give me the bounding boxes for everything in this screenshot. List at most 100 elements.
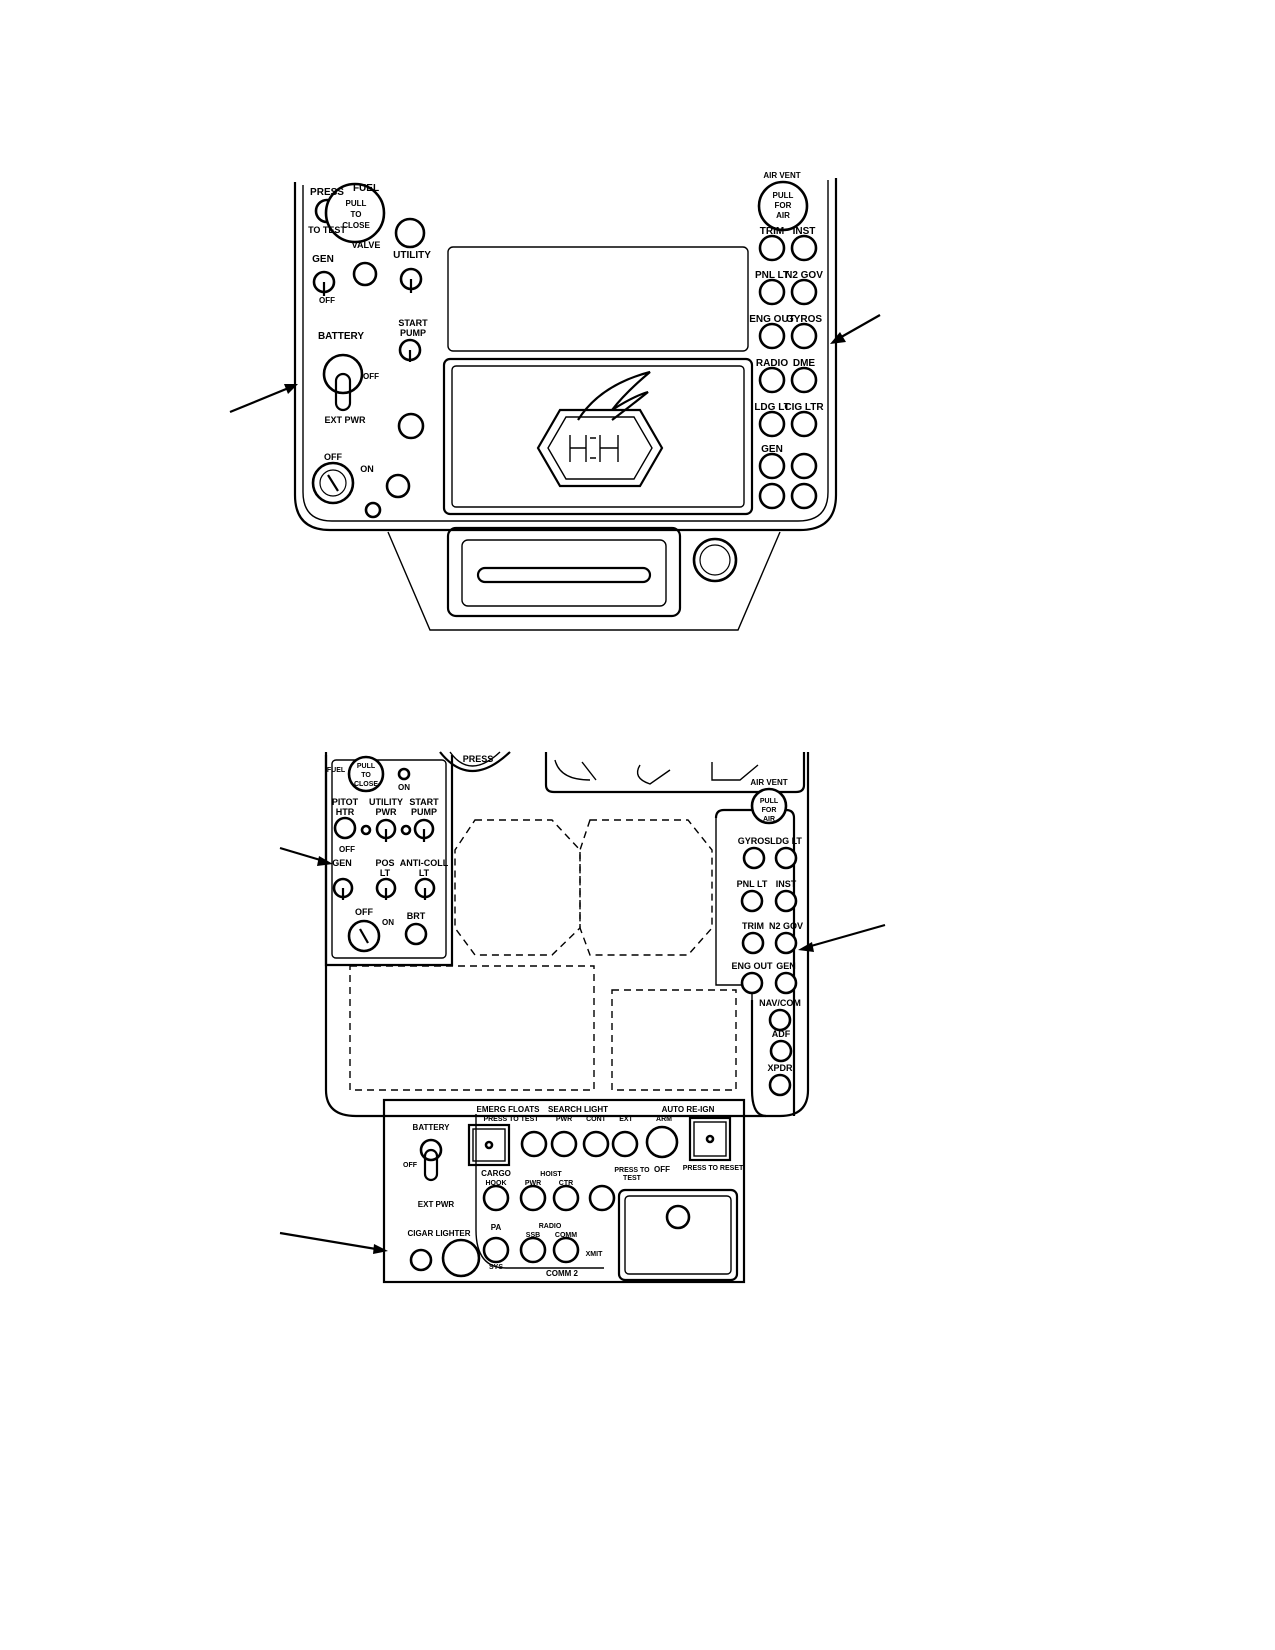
- emblem-placard: [442, 357, 754, 516]
- pitot-label: PITOT: [332, 797, 359, 807]
- battery-toggle-switch-lower[interactable]: [419, 1138, 443, 1182]
- circuit-breaker-button[interactable]: [740, 889, 764, 913]
- circuit-breaker-button[interactable]: [774, 931, 798, 955]
- fuel-pull-to-close-knob[interactable]: [324, 182, 386, 244]
- press-to-test-top-label: PRESS TO TEST: [483, 1116, 539, 1123]
- console-circuit-breaker[interactable]: [552, 1236, 580, 1264]
- circuit-breaker-button[interactable]: [790, 234, 818, 262]
- ext-pwr-label: EXT PWR: [418, 1200, 455, 1209]
- start-label: START: [398, 318, 428, 328]
- auto-re-ign-arm-knob[interactable]: [645, 1125, 679, 1159]
- circuit-breaker-button[interactable]: [774, 889, 798, 913]
- circuit-breaker-label: LDG LT: [770, 836, 802, 846]
- console-circuit-breaker[interactable]: [588, 1184, 616, 1212]
- ignition-key-switch[interactable]: [311, 461, 355, 505]
- top-left-indicator-3: [397, 412, 425, 440]
- brt-label: BRT: [407, 911, 426, 921]
- anti-coll-label: ANTI-COLL: [400, 858, 449, 868]
- circuit-breaker-button[interactable]: [758, 366, 786, 394]
- spare-circuit-breaker[interactable]: [790, 452, 818, 480]
- utility-toggle-switch[interactable]: [399, 267, 423, 293]
- circuit-breaker-button[interactable]: [790, 278, 818, 306]
- circuit-breaker-button[interactable]: [758, 410, 786, 438]
- console-circuit-breaker[interactable]: [611, 1130, 639, 1158]
- circuit-breaker-button[interactable]: [740, 971, 764, 995]
- fuel-pull-to-close-knob-lower[interactable]: [347, 755, 385, 793]
- panel-screw: [400, 824, 412, 836]
- circuit-breaker-label: PNL LT: [755, 270, 789, 281]
- hoist-pwr-label: PWR: [525, 1180, 541, 1187]
- circuit-breaker-button[interactable]: [768, 1073, 792, 1097]
- spare-circuit-breaker[interactable]: [758, 482, 786, 510]
- press-to-reset-button-dot: [705, 1134, 715, 1144]
- start-pump-toggle-switch[interactable]: [398, 338, 422, 362]
- console-circuit-breaker[interactable]: [582, 1130, 610, 1158]
- circuit-breaker-button[interactable]: [774, 846, 798, 870]
- emerg-floats-label: EMERG FLOATS: [477, 1105, 541, 1114]
- radio-label: RADIO: [539, 1223, 562, 1230]
- circuit-breaker-button[interactable]: [769, 1039, 793, 1063]
- instrument-cutout-2: [579, 819, 713, 956]
- console-circuit-breakers: [482, 1130, 639, 1264]
- bottom-console-divider: [475, 1114, 604, 1269]
- circuit-breaker-button[interactable]: [768, 1008, 792, 1032]
- search-light-cont-label: CONT: [586, 1116, 607, 1123]
- battery-label: BATTERY: [413, 1123, 451, 1132]
- pitot-htr-button[interactable]: [333, 816, 357, 840]
- gen-toggle-switch[interactable]: [312, 270, 336, 296]
- circuit-breaker-button[interactable]: [790, 322, 818, 350]
- circuit-breaker-button[interactable]: [758, 452, 786, 480]
- press-to-reset-button[interactable]: [688, 1116, 732, 1162]
- circuit-breaker-button[interactable]: [741, 931, 765, 955]
- circuit-breaker-button[interactable]: [774, 971, 798, 995]
- console-circuit-breaker[interactable]: [552, 1184, 580, 1212]
- circuit-breaker-label: GYROS: [738, 836, 771, 846]
- utility-pwr-toggle-switch[interactable]: [375, 818, 397, 842]
- circuit-breaker-button[interactable]: [758, 322, 786, 350]
- circuit-breaker-button[interactable]: [742, 846, 766, 870]
- leader-arrow-top-right: [830, 314, 881, 344]
- circuit-breaker-button[interactable]: [790, 410, 818, 438]
- gen-toggle-switch-lower[interactable]: [332, 877, 354, 900]
- bottom-right-placard-knob[interactable]: [665, 1204, 691, 1230]
- brt-knob[interactable]: [404, 922, 428, 946]
- spare-circuit-breaker[interactable]: [790, 482, 818, 510]
- console-circuit-breaker[interactable]: [519, 1236, 547, 1264]
- console-circuit-breaker[interactable]: [482, 1184, 510, 1212]
- console-circuit-breaker[interactable]: [520, 1130, 548, 1158]
- cigar-lighter-knob[interactable]: [441, 1238, 481, 1278]
- arm-off-label: OFF: [654, 1165, 670, 1174]
- instrument-cutout-1: [454, 819, 581, 956]
- ignition-key-switch-lower[interactable]: [347, 919, 381, 953]
- cargo-label: CARGO: [481, 1169, 511, 1178]
- press-gauge-label: PRESS: [463, 754, 494, 764]
- anti-coll-lt-toggle-switch[interactable]: [414, 877, 436, 900]
- air-vent-pull-knob[interactable]: [757, 180, 809, 232]
- console-circuit-breaker[interactable]: [482, 1236, 510, 1264]
- vent-air-label: AIR: [776, 211, 790, 220]
- left-subpanel-inner: [331, 759, 447, 959]
- cigar-lighter-indicator: [409, 1248, 433, 1272]
- gauge-needle-3: [711, 762, 759, 781]
- console-circuit-breaker[interactable]: [519, 1184, 547, 1212]
- htr-label: HTR: [336, 807, 355, 817]
- start-pump-toggle-switch-lower[interactable]: [413, 818, 435, 842]
- pos-lt-toggle-switch[interactable]: [375, 877, 397, 900]
- emerg-floats-press-to-test-button[interactable]: [467, 1123, 511, 1167]
- auto-re-ign-label: AUTO RE-IGN: [662, 1105, 715, 1114]
- battery-toggle-switch[interactable]: [322, 353, 364, 412]
- vent-air-label: AIR: [763, 816, 775, 823]
- circuit-breaker-label: INST: [793, 226, 816, 237]
- circuit-breaker-label: GEN: [776, 961, 796, 971]
- pull-label: PULL: [357, 763, 376, 770]
- air-vent-pull-knob-lower[interactable]: [750, 787, 788, 825]
- circuit-breaker-button[interactable]: [790, 366, 818, 394]
- fuel-label: FUEL: [353, 183, 379, 194]
- circuit-breaker-button[interactable]: [758, 278, 786, 306]
- console-circuit-breaker[interactable]: [550, 1130, 578, 1158]
- circuit-breaker-button[interactable]: [758, 234, 786, 262]
- circuit-breaker-label: ENG OUT: [731, 961, 773, 971]
